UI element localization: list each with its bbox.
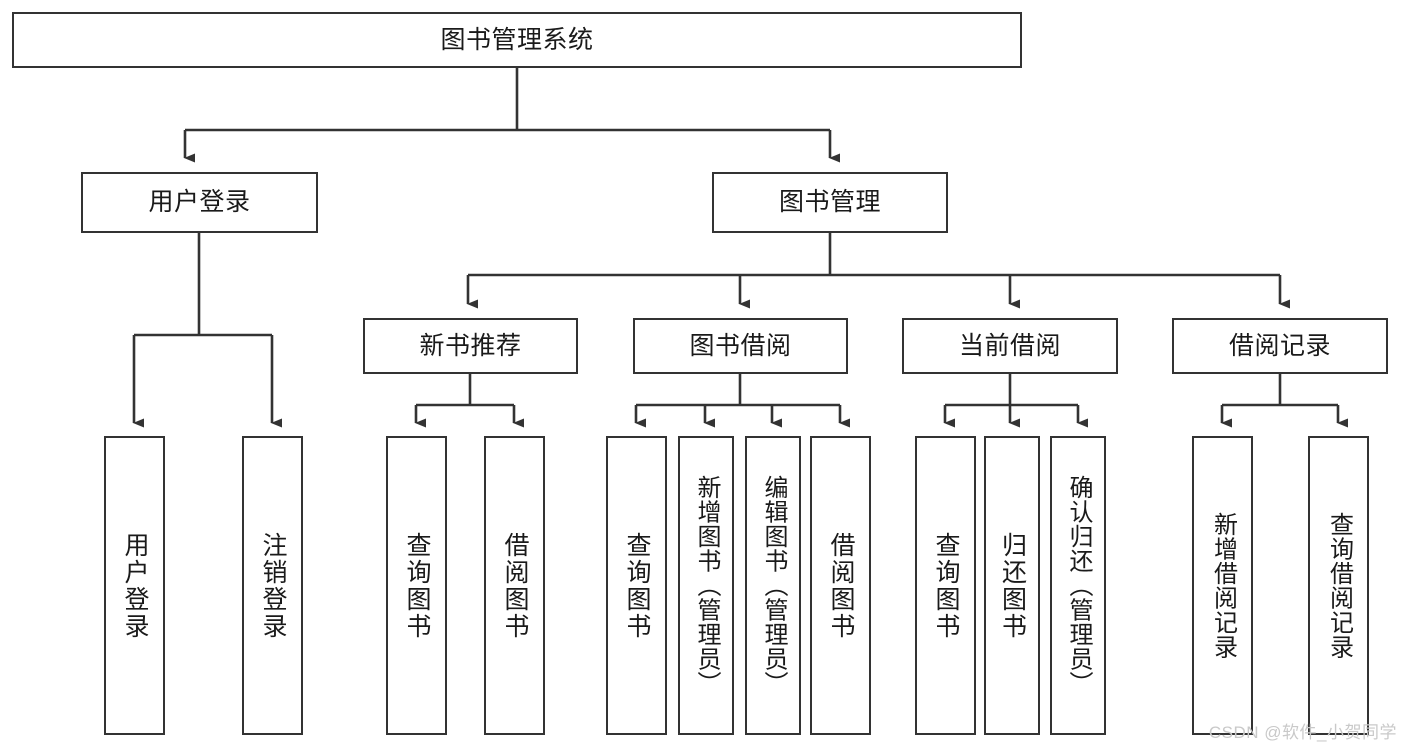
node-label: 确认归还（管理员）	[1064, 475, 1092, 696]
node-label: 新增借阅记录	[1209, 512, 1237, 659]
node-label: 用户登录	[148, 188, 251, 216]
leaf-user-login[interactable]: 用户登录	[104, 436, 165, 735]
node-label: 借阅图书	[827, 531, 855, 640]
watermark: CSDN @软件_小贺同学	[1208, 723, 1397, 742]
node-label: 借阅记录	[1228, 331, 1331, 360]
node-label: 查询借阅记录	[1325, 512, 1353, 659]
node-root-system[interactable]: 图书管理系统	[12, 12, 1022, 68]
leaf-add-borrow-record[interactable]: 新增借阅记录	[1192, 436, 1253, 735]
node-label: 注销登录	[259, 531, 287, 640]
leaf-query-book-new[interactable]: 查询图书	[386, 436, 447, 735]
node-label: 新书推荐	[419, 331, 522, 360]
leaf-query-book-borrow[interactable]: 查询图书	[606, 436, 667, 735]
node-label: 归还图书	[998, 531, 1027, 640]
node-label: 图书管理系统	[440, 25, 594, 54]
node-user-login[interactable]: 用户登录	[81, 172, 318, 233]
leaf-query-book-current[interactable]: 查询图书	[915, 436, 976, 735]
node-label: 查询图书	[932, 531, 960, 640]
node-book-management[interactable]: 图书管理	[712, 172, 948, 233]
node-label: 查询图书	[403, 531, 431, 640]
node-label: 编辑图书（管理员）	[759, 475, 787, 696]
leaf-confirm-return-admin[interactable]: 确认归还（管理员）	[1050, 436, 1106, 735]
node-label: 图书借阅	[689, 331, 792, 360]
leaf-borrow-book-new[interactable]: 借阅图书	[484, 436, 545, 735]
node-label: 当前借阅	[958, 331, 1061, 360]
leaf-user-logout[interactable]: 注销登录	[242, 436, 303, 735]
node-book-borrow[interactable]: 图书借阅	[633, 318, 848, 374]
node-label: 新增图书（管理员）	[692, 475, 720, 696]
node-current-borrow[interactable]: 当前借阅	[902, 318, 1118, 374]
node-label: 用户登录	[121, 531, 149, 640]
leaf-add-book-admin[interactable]: 新增图书（管理员）	[678, 436, 734, 735]
node-label: 图书管理	[778, 188, 881, 216]
leaf-query-borrow-record[interactable]: 查询借阅记录	[1308, 436, 1369, 735]
node-label: 借阅图书	[501, 531, 529, 640]
node-borrow-records[interactable]: 借阅记录	[1172, 318, 1388, 374]
leaf-borrow-book[interactable]: 借阅图书	[810, 436, 871, 735]
node-label: 查询图书	[623, 531, 651, 640]
leaf-return-book[interactable]: 归还图书	[984, 436, 1040, 735]
node-new-book-recommend[interactable]: 新书推荐	[363, 318, 578, 374]
leaf-edit-book-admin[interactable]: 编辑图书（管理员）	[745, 436, 801, 735]
